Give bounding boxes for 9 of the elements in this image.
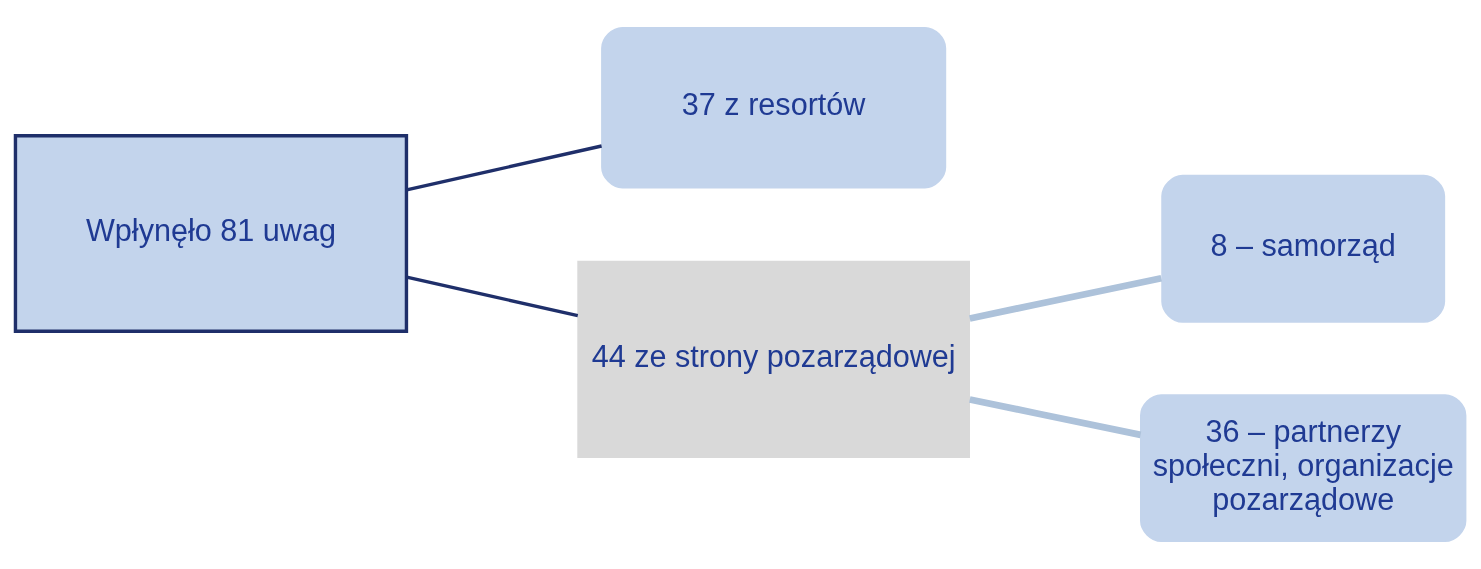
node-box: 8 – samorząd [1161, 174, 1446, 323]
connector [969, 274, 1162, 322]
node-box: 36 – partnerzy społeczni, organizacje pozarządowe [1140, 394, 1467, 543]
connector [406, 144, 602, 192]
connector [969, 396, 1142, 439]
connector [406, 275, 579, 318]
node-box: Wpłynęło 81 uwag [13, 134, 409, 333]
node-box: 44 ze strony pozarządowej [577, 260, 970, 458]
node-box: 37 z resortów [601, 26, 947, 189]
